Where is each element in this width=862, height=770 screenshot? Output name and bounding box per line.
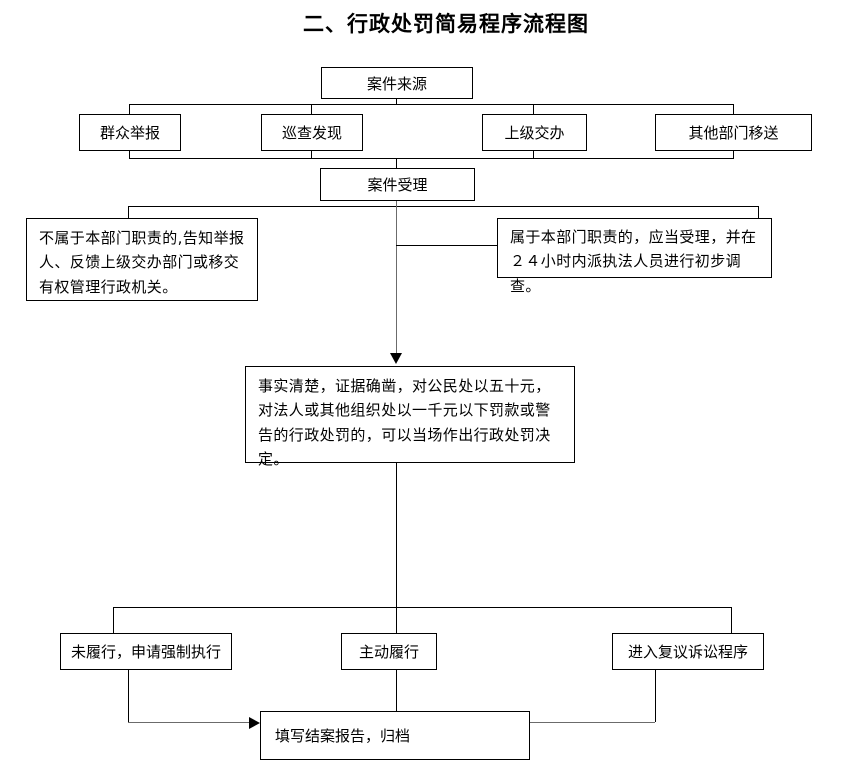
node-source-patrol-discovery: 巡查发现	[261, 114, 363, 151]
connector-source-4-to-bus	[733, 151, 734, 159]
connector-decision-split-bus	[128, 206, 759, 207]
node-source-other-department-transfer: 其他部门移送	[655, 114, 812, 151]
connector-bus-to-outcome-3	[731, 607, 732, 633]
connector-bus-to-source-1	[129, 104, 130, 115]
connector-source-3-to-bus	[533, 151, 534, 159]
node-closing-report: 填写结案报告，归档	[260, 711, 530, 760]
connector-source-2-to-bus	[311, 151, 312, 159]
connector-outcome-3-down	[655, 670, 656, 722]
node-outcome-voluntary-compliance: 主动履行	[341, 633, 437, 670]
node-onsite-penalty-decision: 事实清楚，证据确凿，对公民处以五十元，对法人或其他组织处以一千元以下罚款或警告的…	[245, 366, 575, 468]
node-outcome-enforcement: 未履行，申请强制执行	[60, 633, 232, 670]
connector-split-to-not-duty	[128, 206, 129, 219]
connector-split-to-is-duty	[758, 206, 759, 219]
connector-bus-to-case-accept	[396, 158, 397, 169]
page-title: 二、行政处罚简易程序流程图	[303, 12, 589, 36]
connector-outcome-1-down	[128, 670, 129, 722]
connector-bus-to-outcome-1	[113, 607, 114, 633]
node-source-public-report: 群众举报	[79, 114, 181, 151]
connector-bus-to-outcome-2	[396, 607, 397, 633]
node-not-department-duty: 不属于本部门职责的,告知举报人、反馈上级交办部门或移交有权管理行政机关。	[26, 218, 258, 301]
connector-outcome-2-down	[396, 670, 397, 711]
arrow-outcome-1-to-closing	[249, 717, 260, 729]
connector-upper-bus	[129, 104, 733, 105]
node-case-acceptance: 案件受理	[320, 168, 475, 201]
connector-outcome-1-right	[128, 722, 249, 723]
connector-source-to-bus	[396, 99, 397, 105]
connector-is-duty-tie-in	[396, 245, 497, 246]
connector-bus-to-source-3	[533, 104, 534, 115]
node-source-superior-assignment: 上级交办	[482, 114, 587, 151]
connector-main-trunk	[396, 201, 397, 355]
connector-bus-to-source-4	[733, 104, 734, 115]
node-case-source: 案件来源	[321, 67, 473, 99]
node-is-department-duty: 属于本部门职责的，应当受理，并在２４小时内派执法人员进行初步调查。	[497, 218, 772, 295]
node-outcome-review-litigation: 进入复议诉讼程序	[612, 633, 764, 670]
connector-outcome-3-left	[530, 722, 655, 723]
connector-onsite-to-outcome-bus	[396, 463, 397, 607]
arrow-trunk-to-onsite-decision	[390, 353, 402, 364]
connector-bus-to-source-2	[311, 104, 312, 115]
connector-lower-collector-bus	[129, 158, 733, 159]
connector-outcome-bus	[113, 607, 731, 608]
connector-source-1-to-bus	[129, 151, 130, 159]
